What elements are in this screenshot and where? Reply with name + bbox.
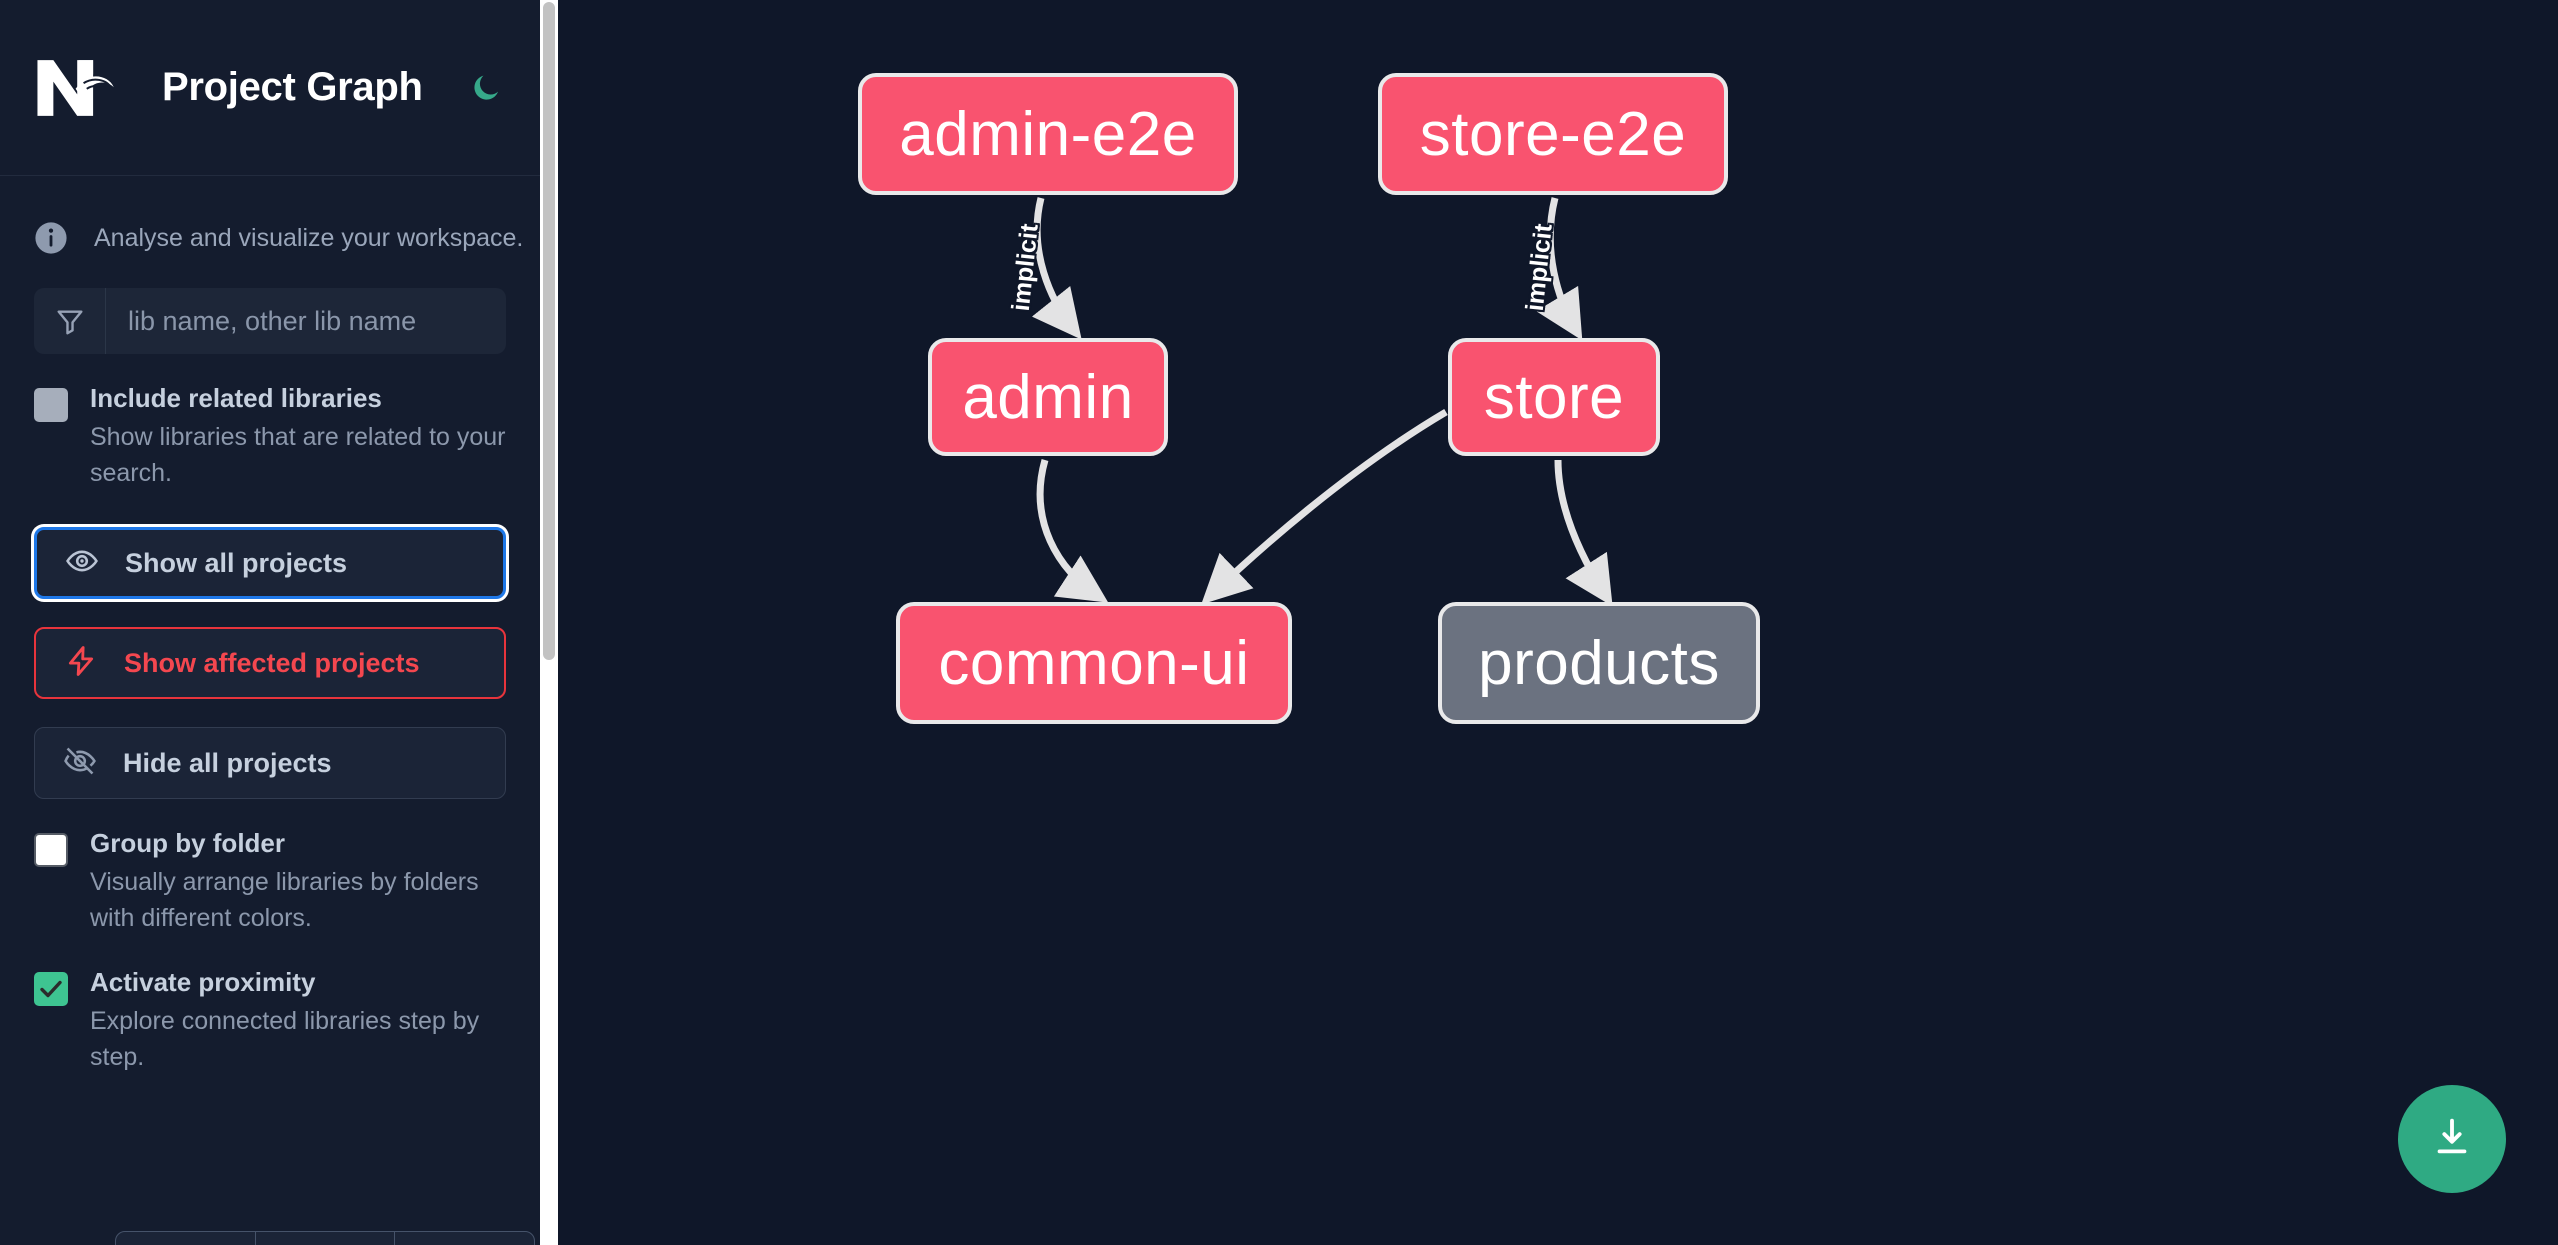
download-icon: [2429, 1114, 2475, 1165]
sidebar-scrollbar-thumb[interactable]: [543, 2, 555, 660]
segment-1[interactable]: [116, 1232, 256, 1245]
segment-3[interactable]: [395, 1232, 534, 1245]
tagline-text: Analyse and visualize your workspace.: [94, 223, 524, 252]
show-all-projects-label: Show all projects: [125, 547, 348, 578]
checkbox-label-group-by-folder: Group by folder: [90, 828, 285, 858]
nx-logo-icon: [34, 57, 122, 119]
show-affected-projects-label: Show affected projects: [124, 647, 420, 678]
page-title: Project Graph: [162, 65, 423, 109]
edge-store-e2e-to-store: [1536, 197, 1583, 341]
hide-all-projects-label: Hide all projects: [123, 747, 332, 778]
graph-node-label: store-e2e: [1419, 99, 1687, 169]
eye-off-icon: [63, 744, 97, 783]
graph-node-label: admin: [962, 362, 1134, 432]
graph-node-admin[interactable]: admin: [928, 338, 1168, 456]
graph-edges: [1031, 197, 1613, 607]
graph-node-label: store: [1483, 362, 1625, 432]
checkbox-box-group-by-folder[interactable]: [34, 833, 68, 867]
search-section: [0, 288, 540, 354]
moon-icon[interactable]: [467, 65, 506, 111]
search-box[interactable]: [34, 288, 506, 354]
show-all-projects-button[interactable]: Show all projects: [34, 527, 506, 599]
filter-icon: [34, 288, 106, 354]
show-affected-projects-button[interactable]: Show affected projects: [34, 627, 506, 699]
checkbox-group-by-folder[interactable]: Group by folder Visually arrange librari…: [0, 827, 540, 936]
checkbox-include-related-libraries[interactable]: Include related libraries Show libraries…: [0, 382, 540, 491]
edge-admin-e2e-to-admin: [1031, 197, 1082, 340]
sidebar-content: Project Graph Analyse and visualize your…: [0, 0, 540, 1245]
checkbox-desc-include-related: Show libraries that are related to your …: [90, 422, 506, 487]
graph-node-label: products: [1478, 628, 1720, 698]
bottom-segmented-control[interactable]: [115, 1231, 535, 1245]
checkbox-desc-group-by-folder: Visually arrange libraries by folders wi…: [90, 867, 479, 932]
sidebar-scrollbar-track[interactable]: [540, 0, 558, 1245]
graph-node-store-e2e[interactable]: store-e2e: [1378, 73, 1728, 195]
info-icon: [34, 221, 68, 255]
hide-all-projects-button[interactable]: Hide all projects: [34, 727, 506, 799]
sidebar: Project Graph Analyse and visualize your…: [0, 0, 558, 1245]
download-graph-button[interactable]: [2398, 1085, 2506, 1193]
graph-node-products[interactable]: products: [1438, 602, 1760, 724]
checkbox-label-include-related: Include related libraries: [90, 383, 382, 413]
action-button-group: Show all projects Show affected projects: [0, 527, 540, 799]
graph-node-label: common-ui: [938, 628, 1250, 698]
edge-store-to-common-ui: [1201, 408, 1448, 605]
sidebar-tagline: Analyse and visualize your workspace.: [0, 176, 540, 272]
graph-node-store[interactable]: store: [1448, 338, 1660, 456]
checkbox-label-activate-proximity: Activate proximity: [90, 967, 316, 997]
edge-store-to-products: [1554, 459, 1613, 607]
checkbox-desc-activate-proximity: Explore connected libraries step by step…: [90, 1006, 480, 1071]
checkbox-activate-proximity[interactable]: Activate proximity Explore connected lib…: [0, 966, 540, 1075]
graph-node-common-ui[interactable]: common-ui: [896, 602, 1292, 724]
edge-admin-to-common-ui: [1036, 459, 1109, 603]
sidebar-header: Project Graph: [0, 0, 540, 176]
graph-node-admin-e2e[interactable]: admin-e2e: [858, 73, 1238, 195]
graph-canvas[interactable]: admin-e2e store-e2e admin store common-u…: [558, 0, 2558, 1245]
graph-node-label: admin-e2e: [899, 99, 1197, 169]
search-input[interactable]: [106, 288, 506, 354]
eye-icon: [65, 544, 99, 583]
checkbox-box-include-related[interactable]: [34, 388, 68, 422]
lightning-bolt-icon: [64, 644, 98, 683]
segment-2[interactable]: [256, 1232, 396, 1245]
checkbox-box-activate-proximity[interactable]: [34, 972, 68, 1006]
